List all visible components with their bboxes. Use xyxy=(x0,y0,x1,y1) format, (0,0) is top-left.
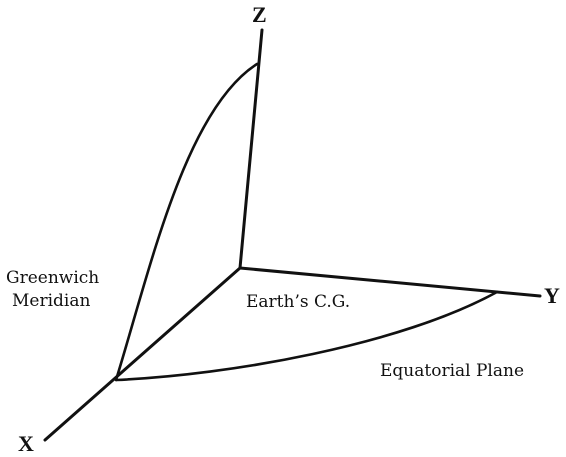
equatorial-plane-label: Equatorial Plane xyxy=(380,361,524,381)
equatorial-plane-arc xyxy=(114,290,499,382)
meridian-label: Meridian xyxy=(12,291,90,311)
x-axis-label: X xyxy=(18,431,34,456)
y-axis-line xyxy=(238,266,542,298)
earth-cg-label: Earth’s C.G. xyxy=(246,292,350,312)
z-axis-label: Z xyxy=(252,2,267,27)
greenwich-meridian-arc xyxy=(114,62,259,382)
greenwich-label: Greenwich xyxy=(6,268,99,288)
z-axis-line xyxy=(238,28,264,270)
x-axis-line xyxy=(43,266,242,442)
y-axis-label: Y xyxy=(544,283,560,308)
